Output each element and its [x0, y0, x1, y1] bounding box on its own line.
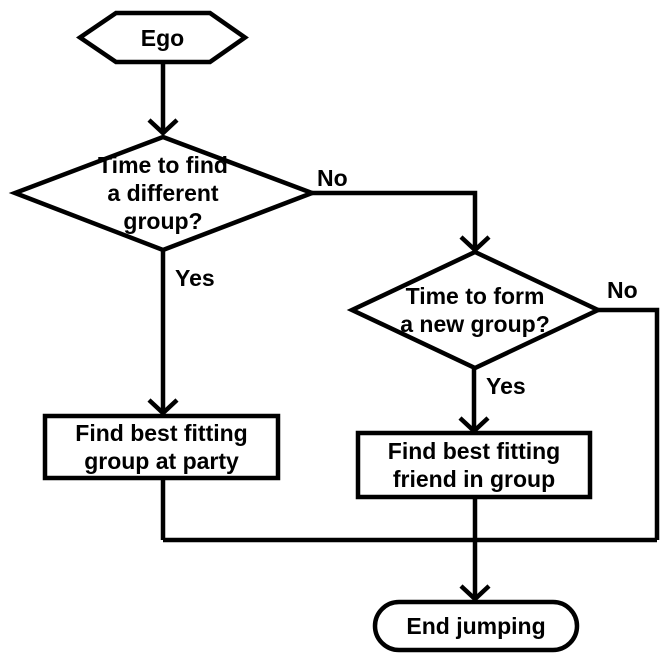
- process-friend-node-label: Find best fitting friend in group: [387, 438, 561, 492]
- decision1-yes-edge-label: Yes: [175, 265, 215, 291]
- decision2-yes-edge-label: Yes: [486, 373, 526, 399]
- arrowhead-into-decision1-icon: [147, 118, 179, 137]
- end-node-label: End jumping: [406, 613, 546, 639]
- decision2-node-label: Time to form a new group?: [400, 283, 550, 337]
- edge-decision2-no: [598, 307, 660, 540]
- decision1-no-edge-label: No: [317, 165, 348, 191]
- process-party-node-label: Find best fitting group at party: [75, 420, 248, 474]
- decision1-diamond-shape: [8, 134, 319, 253]
- edge-decision1-no: [312, 190, 478, 248]
- process-friend-rect-shape: [355, 430, 593, 500]
- ego-node-label: Ego: [140, 24, 185, 51]
- arrowhead-into-end-icon: [459, 584, 491, 603]
- ego-hexagon-shape: [76, 10, 249, 65]
- decision2-no-edge-label: No: [607, 277, 638, 303]
- decision1-node-label: Time to find a different group?: [98, 152, 228, 234]
- arrowhead-into-process-party-icon: [147, 398, 179, 417]
- end-terminator-shape: [372, 599, 580, 653]
- process-party-rect-shape: [42, 413, 281, 481]
- decision2-diamond-shape: [346, 249, 604, 371]
